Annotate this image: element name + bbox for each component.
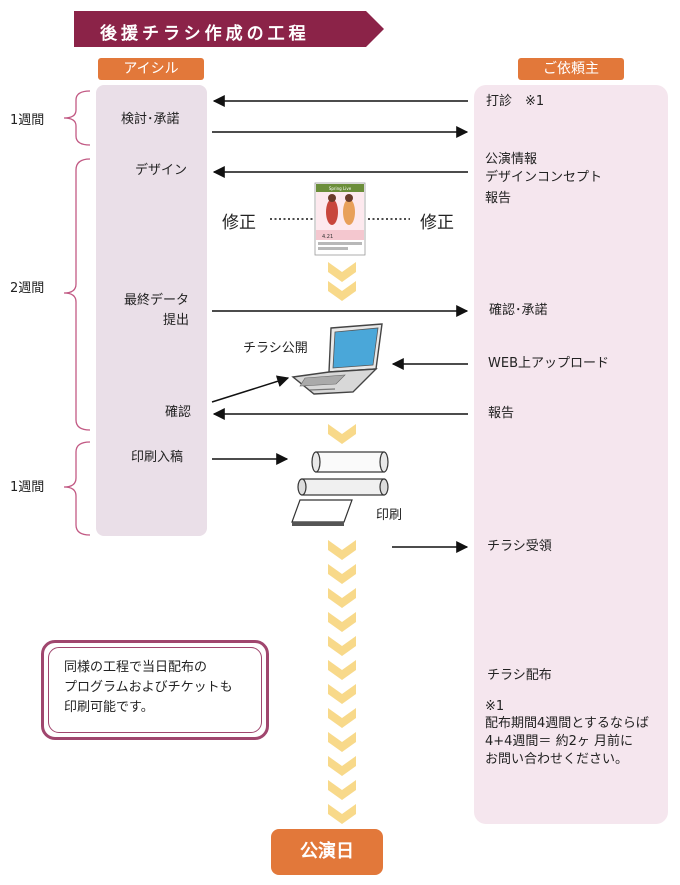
- thumb-date: 4.21: [322, 234, 333, 240]
- chevron: [328, 540, 356, 560]
- brace-week-2: [63, 158, 91, 431]
- step-review: 検討･承諾: [121, 112, 180, 127]
- chevron: [328, 636, 356, 656]
- step-distribute: チラシ配布: [487, 668, 552, 683]
- chevron: [328, 660, 356, 680]
- progress-chevrons: [328, 262, 356, 824]
- revise-label-left: 修正: [222, 213, 256, 233]
- step-approve: 確認･承諾: [489, 303, 548, 318]
- step-final-data-line2: 提出: [163, 313, 190, 328]
- left-column-panel: [96, 85, 207, 536]
- right-column-panel: [474, 85, 668, 824]
- chevron: [328, 708, 356, 728]
- thumb-text: Spring Live: [329, 186, 352, 191]
- chevron: [328, 262, 356, 282]
- banner-shape: [74, 11, 384, 47]
- note-box-inner: [48, 647, 262, 733]
- chevron: [328, 588, 356, 608]
- page-title: 後援チラシ作成の工程: [100, 24, 310, 44]
- flyer-publish-label: チラシ公開: [243, 341, 308, 356]
- chevron: [328, 732, 356, 752]
- note-line3: 印刷可能です。: [64, 700, 154, 715]
- step-final-data-line1: 最終データ: [124, 293, 190, 308]
- note-line1: 同様の工程で当日配布の: [64, 660, 208, 675]
- chevron: [328, 564, 356, 584]
- chevron: [328, 424, 356, 444]
- arrows: [211, 95, 469, 553]
- chevron: [328, 804, 356, 824]
- column-header-left: アイシル: [98, 58, 204, 80]
- revise-label-right: 修正: [420, 213, 454, 233]
- step-report: 報告: [488, 406, 515, 421]
- title-banner: 後援チラシ作成の工程: [74, 11, 384, 47]
- chevron: [328, 684, 356, 704]
- footnote-line1: 配布期間4週間とするならば: [485, 716, 649, 731]
- step-receive: チラシ受領: [487, 539, 552, 554]
- note-line2: プログラムおよびチケットも: [64, 680, 233, 695]
- performance-day-box: 公演日: [271, 829, 383, 875]
- week-label-1: 1週間: [10, 113, 45, 128]
- step-info-line1: 公演情報: [485, 152, 538, 167]
- chevron: [328, 612, 356, 632]
- note-box: 同様の工程で当日配布の プログラムおよびチケットも 印刷可能です。: [41, 640, 269, 740]
- brace-week-3: [63, 441, 91, 536]
- step-design: デザイン: [135, 163, 188, 178]
- step-consult: 打診 ※1: [486, 94, 545, 109]
- step-confirm: 確認: [165, 405, 192, 420]
- footnote-line3: お問い合わせください。: [485, 752, 629, 767]
- step-info-line2: デザインコンセプト: [485, 170, 603, 185]
- chevron: [328, 281, 356, 301]
- braces: [63, 90, 91, 536]
- laptop-icon: [291, 323, 383, 395]
- week-label-3: 1週間: [10, 480, 45, 495]
- chevron: [328, 756, 356, 776]
- step-print-submit: 印刷入稿: [131, 450, 184, 465]
- print-label: 印刷: [376, 508, 403, 523]
- brace-week-1: [63, 90, 91, 146]
- step-web-upload: WEB上アップロード: [488, 356, 609, 371]
- step-info-line3: 報告: [485, 191, 512, 206]
- chevron: [328, 780, 356, 800]
- footnote-line2: 4+4週間＝ 約2ヶ 月前に: [485, 734, 633, 749]
- arrow-to-laptop: [211, 375, 290, 403]
- printer-icon: [291, 451, 389, 526]
- column-header-right: ご依頼主: [518, 58, 624, 80]
- week-label-2: 2週間: [10, 281, 45, 296]
- footnote-mark: ※1: [485, 699, 505, 714]
- flyer-thumbnail-icon: Spring Live 4.21: [314, 182, 366, 256]
